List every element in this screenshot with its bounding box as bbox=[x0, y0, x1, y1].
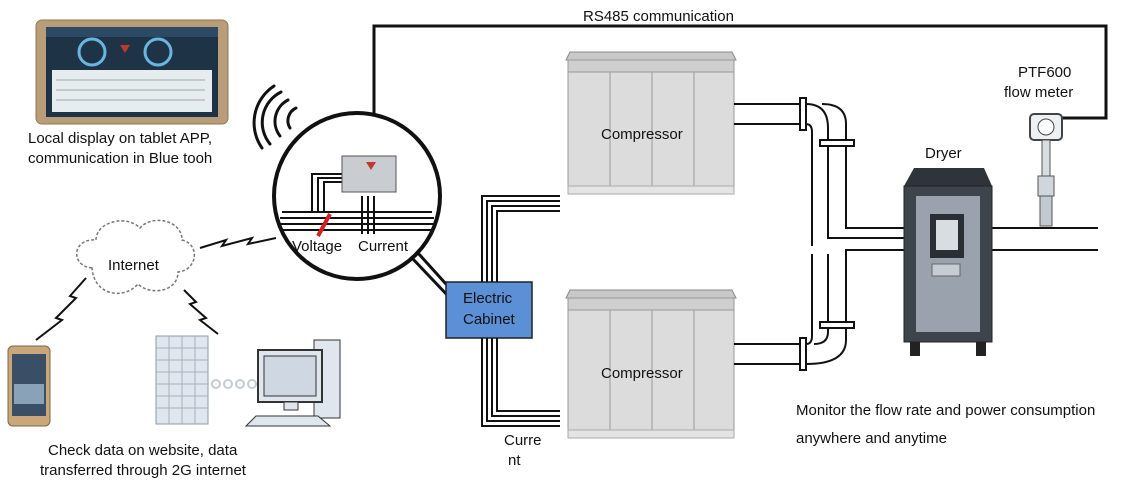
current-bottom-line1: Curre bbox=[504, 432, 542, 449]
monitor-caption-line2: anywhere and anytime bbox=[796, 430, 947, 447]
compressor-top-label: Compressor bbox=[601, 126, 683, 143]
sensor-device bbox=[341, 155, 397, 193]
pipe-flanges bbox=[799, 97, 855, 371]
power-cables bbox=[481, 195, 560, 427]
network-cable bbox=[211, 379, 257, 389]
monitor-caption-line1: Monitor the flow rate and power consumpt… bbox=[796, 402, 1095, 419]
meter-label-line1: PTF600 bbox=[1018, 64, 1071, 81]
electric-cabinet bbox=[445, 281, 533, 339]
current-label: Current bbox=[358, 238, 409, 255]
dryer-label: Dryer bbox=[925, 145, 962, 162]
voltage-label: Voltage bbox=[292, 238, 342, 255]
sensor-magnifier bbox=[272, 111, 457, 300]
compressor-bottom-label: Compressor bbox=[601, 365, 683, 382]
flow-meter bbox=[1029, 113, 1063, 227]
compressor-top bbox=[565, 51, 737, 195]
current-bottom-line2: nt bbox=[508, 452, 521, 469]
wifi-signal-icon bbox=[252, 84, 298, 150]
rs485-line bbox=[372, 24, 1108, 250]
tablet-icon bbox=[35, 19, 229, 125]
website-caption-line1: Check data on website, data bbox=[48, 442, 238, 459]
tablet-caption-line2: communication in Blue tooh bbox=[28, 150, 212, 167]
voltage-marker bbox=[316, 213, 332, 237]
dryer-unit bbox=[903, 168, 993, 356]
rs485-label: RS485 communication bbox=[583, 8, 734, 25]
internet-label: Internet bbox=[108, 257, 160, 274]
website-caption-line2: transferred through 2G internet bbox=[40, 462, 247, 479]
cabinet-label-line1: Electric bbox=[463, 290, 513, 307]
cabinet-label-line2: Cabinet bbox=[463, 311, 516, 328]
smartphone-icon bbox=[7, 345, 51, 427]
wireless-links bbox=[35, 236, 277, 341]
meter-label-line2: flow meter bbox=[1004, 84, 1073, 101]
desktop-computer-icon bbox=[244, 339, 341, 427]
internet-cloud bbox=[75, 219, 196, 294]
server-icon bbox=[155, 335, 209, 425]
compressor-bottom bbox=[565, 289, 737, 439]
tablet-caption-line1: Local display on tablet APP, bbox=[28, 130, 212, 147]
